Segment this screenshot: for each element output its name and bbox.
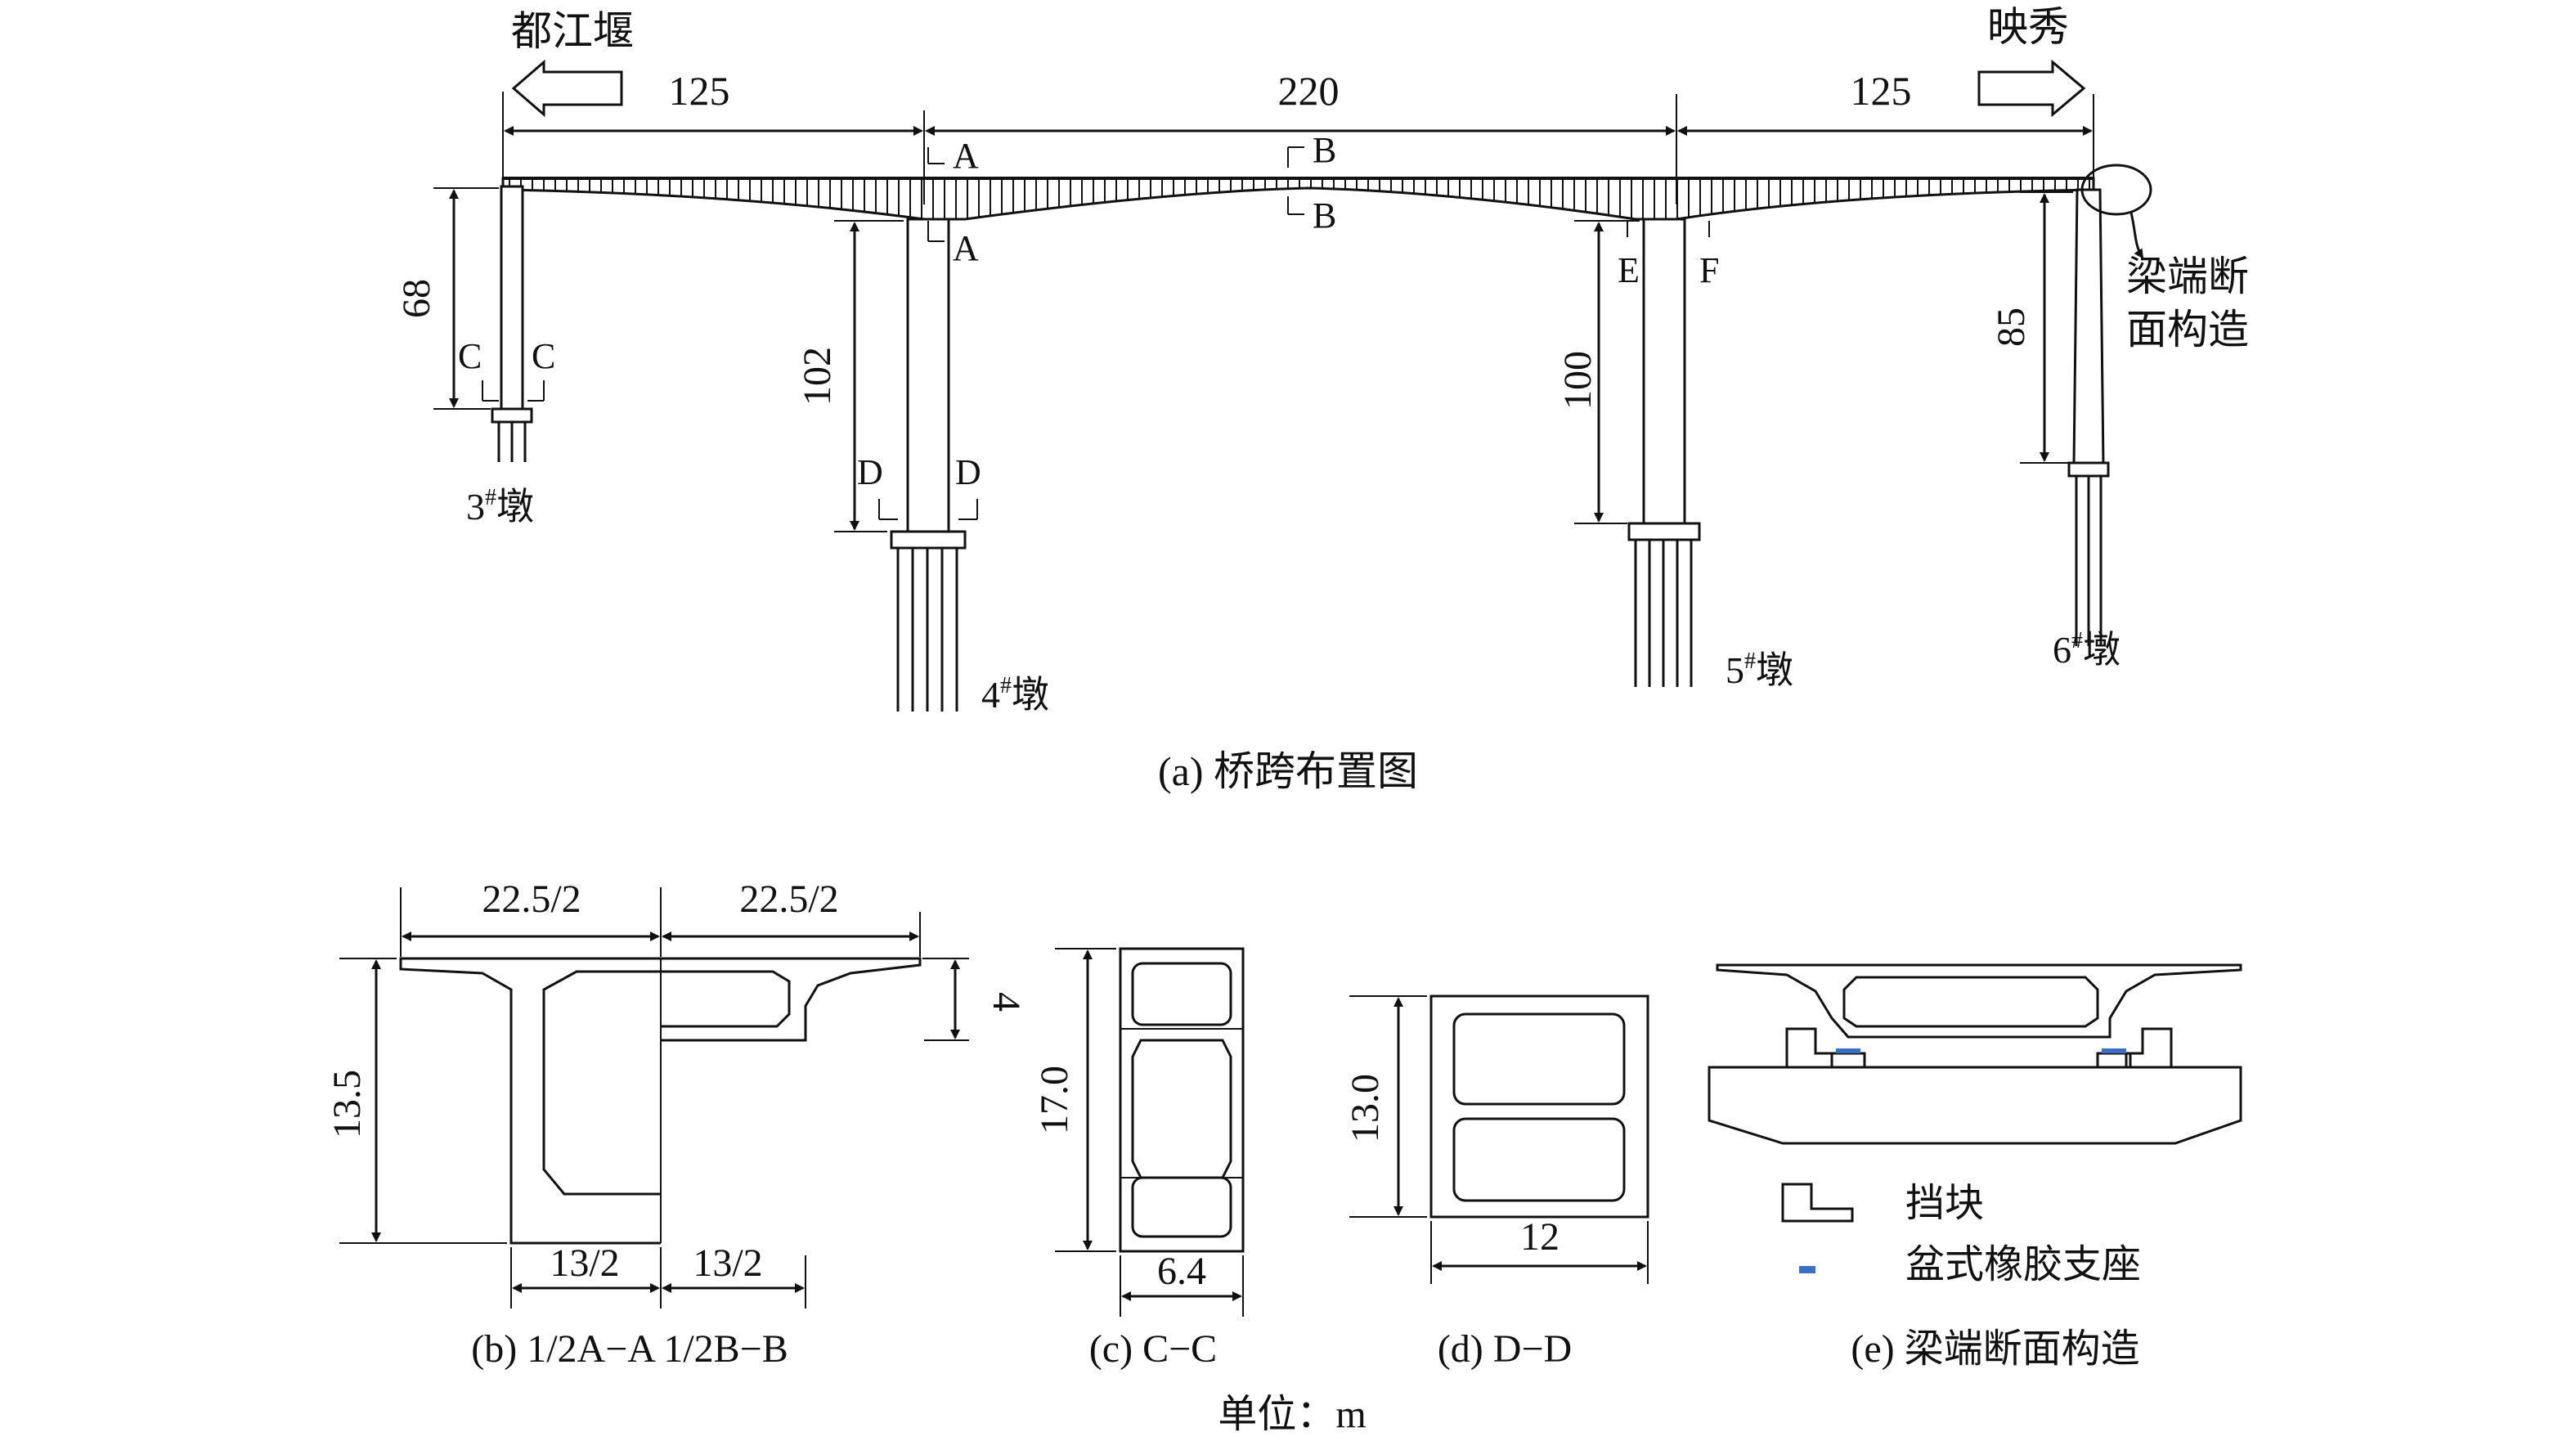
pier-4 — [890, 218, 967, 712]
section-mark-b-top: B — [1313, 130, 1336, 170]
right-direction-label: 映秀 — [1987, 4, 2069, 50]
d-height-dim: 13.0 — [1344, 1074, 1387, 1142]
pier-3 — [491, 185, 533, 462]
section-mark-c-left: C — [458, 336, 482, 376]
section-mark-c-right: C — [532, 336, 555, 376]
callout-text-line2: 面构造 — [2126, 307, 2249, 352]
pier-4-label: 4#墩 — [981, 673, 1049, 716]
b-bottom-right-dim: 13/2 — [693, 1241, 762, 1285]
legend-stop-block-label: 挡块 — [1905, 1182, 1984, 1225]
pot-bearing-icon — [1799, 1266, 1815, 1273]
span-label-3: 125 — [1851, 68, 1912, 114]
pier-6-label: 6#墩 — [2053, 628, 2120, 671]
left-direction-arrow — [511, 59, 623, 118]
svg-text:68: 68 — [395, 279, 438, 318]
pier-4-height-dimension: 102 — [796, 220, 904, 532]
svg-text:85: 85 — [1990, 308, 2033, 347]
panel-d-pier-section: 13.0 12 (d) D−D — [1344, 994, 1649, 1371]
pier-3-label: 3#墩 — [466, 485, 534, 527]
svg-text:102: 102 — [796, 347, 839, 406]
b-top-right-dim: 22.5/2 — [739, 878, 838, 921]
b-bottom-left-dim: 13/2 — [550, 1241, 619, 1285]
span-label-1: 125 — [669, 68, 730, 114]
caption-e: (e) 梁端断面构造 — [1851, 1327, 2139, 1371]
pier-6 — [2067, 188, 2110, 646]
section-mark-b-bottom: B — [1313, 195, 1336, 236]
panel-b-girder-section: 22.5/2 22.5/2 13.5 4 13/2 13/2 (b) 1/2A−… — [325, 878, 1028, 1371]
c-width-dim: 6.4 — [1157, 1250, 1206, 1293]
d-width-dim: 12 — [1520, 1215, 1560, 1259]
caption-a: (a) 桥跨布置图 — [1158, 748, 1418, 794]
right-direction-arrow — [1977, 59, 2086, 118]
c-height-dim: 17.0 — [1033, 1066, 1076, 1134]
section-mark-e: E — [1618, 250, 1640, 290]
section-mark-a-top: A — [953, 136, 979, 176]
section-mark-d-right: D — [955, 452, 981, 492]
girder — [501, 177, 2095, 221]
pot-bearing-left — [1836, 1048, 1860, 1053]
caption-c: (c) C−C — [1089, 1327, 1217, 1371]
callout-text-line1: 梁端断 — [2126, 254, 2249, 299]
girder-end-callout-circle — [2080, 164, 2152, 216]
pier-5 — [1627, 218, 1701, 687]
section-mark-f: F — [1699, 250, 1719, 290]
pier-3-height-dimension: 68 — [395, 187, 499, 410]
legend-pot-bearing-label: 盆式橡胶支座 — [1905, 1243, 2141, 1286]
pot-bearing-right — [2102, 1048, 2126, 1053]
left-direction-label: 都江堰 — [511, 8, 634, 54]
panel-c-pier-section: 17.0 6.4 (c) C−C — [1033, 947, 1245, 1371]
stop-block-icon — [1781, 1183, 1854, 1223]
pier-6-height-dimension: 85 — [1990, 191, 2073, 464]
caption-b: (b) 1/2A−A 1/2B−B — [471, 1327, 788, 1371]
pier-5-height-dimension: 100 — [1556, 220, 1640, 524]
section-a-a-half — [399, 957, 661, 1245]
caption-d: (d) D−D — [1438, 1327, 1572, 1371]
b-top-left-dim: 22.5/2 — [482, 878, 581, 921]
panel-a-bridge-layout: 都江堰 映秀 125 220 125 — [395, 4, 2249, 794]
section-mark-d-left: D — [857, 452, 883, 492]
panel-e-girder-end: 挡块 盆式橡胶支座 (e) 梁端断面构造 — [1708, 963, 2242, 1371]
section-b-b-half — [661, 957, 922, 1042]
b-flange-dim: 4 — [985, 992, 1028, 1012]
span-label-2: 220 — [1278, 68, 1340, 114]
unit-label: 单位：m — [1218, 1393, 1366, 1436]
section-mark-a-bottom: A — [953, 228, 979, 268]
pier-5-label: 5#墩 — [1726, 649, 1793, 691]
b-height-dim: 13.5 — [325, 1070, 369, 1138]
legend: 挡块 盆式橡胶支座 — [1781, 1182, 2141, 1286]
svg-text:100: 100 — [1556, 351, 1600, 410]
